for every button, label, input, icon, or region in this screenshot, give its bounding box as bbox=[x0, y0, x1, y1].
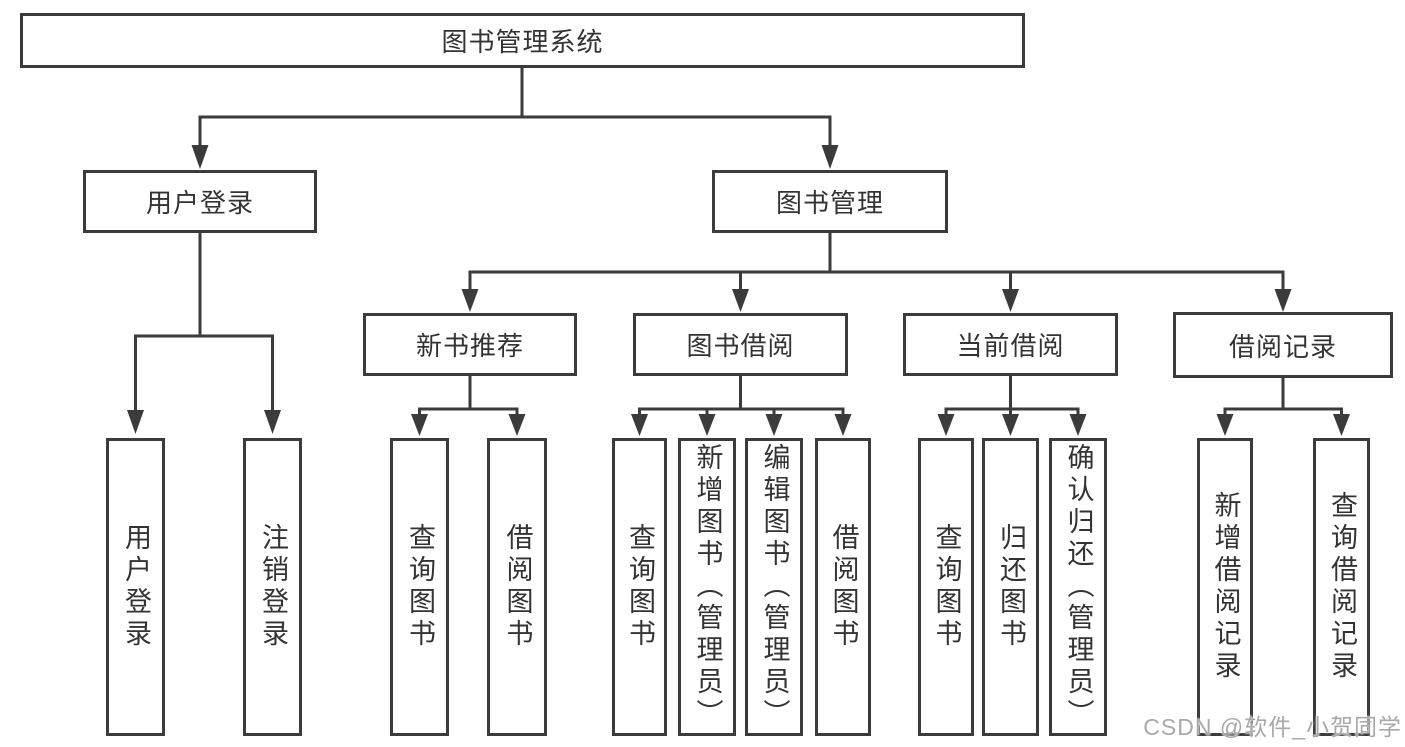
node-user-login: 用户登录 bbox=[83, 170, 317, 233]
connector-current-borrowing bbox=[937, 376, 1087, 436]
leaf-bb-add-book-admin-label: 新增图书（管理员） bbox=[692, 443, 723, 731]
leaf-bb-borrow-books: 借阅图书 bbox=[815, 438, 871, 736]
leaf-user-login: 用户登录 bbox=[106, 438, 165, 736]
leaf-bb-add-book-admin: 新增图书（管理员） bbox=[678, 438, 736, 736]
leaf-logout-label: 注销登录 bbox=[258, 523, 288, 651]
leaf-cb-query-books-label: 查询图书 bbox=[931, 523, 962, 651]
leaf-bb-query-books-label: 查询图书 bbox=[625, 523, 655, 651]
leaf-nbr-query-books-label: 查询图书 bbox=[405, 523, 435, 651]
leaf-user-login-label: 用户登录 bbox=[121, 523, 151, 651]
connector-user-login bbox=[127, 233, 281, 434]
leaf-nbr-borrow-books: 借阅图书 bbox=[487, 438, 547, 736]
node-library-management-system: 图书管理系统 bbox=[20, 13, 1025, 68]
leaf-cb-confirm-return-admin: 确认归还（管理员） bbox=[1049, 438, 1107, 736]
connector-book-management bbox=[461, 233, 1292, 312]
node-book-management: 图书管理 bbox=[712, 170, 948, 233]
leaf-nbr-query-books: 查询图书 bbox=[390, 438, 449, 736]
connector-root bbox=[191, 66, 839, 169]
node-new-book-recommend: 新书推荐 bbox=[363, 313, 577, 376]
leaf-nbr-borrow-books-label: 借阅图书 bbox=[502, 523, 533, 651]
connector-borrowing-records bbox=[1216, 376, 1350, 436]
leaf-bb-edit-book-admin: 编辑图书（管理员） bbox=[745, 438, 803, 736]
leaf-br-add-record: 新增借阅记录 bbox=[1197, 438, 1253, 736]
leaf-cb-return-books: 归还图书 bbox=[982, 438, 1039, 736]
leaf-cb-query-books: 查询图书 bbox=[918, 438, 974, 736]
leaf-br-query-record-label: 查询借阅记录 bbox=[1327, 491, 1357, 683]
node-borrowing-records: 借阅记录 bbox=[1173, 312, 1393, 378]
leaf-br-query-record: 查询借阅记录 bbox=[1313, 438, 1370, 736]
leaf-bb-borrow-books-label: 借阅图书 bbox=[828, 523, 859, 651]
node-book-borrowing: 图书借阅 bbox=[633, 313, 848, 376]
leaf-logout: 注销登录 bbox=[243, 438, 302, 736]
leaf-cb-confirm-return-admin-label: 确认归还（管理员） bbox=[1063, 443, 1094, 731]
connector-book-borrowing bbox=[631, 376, 852, 436]
node-current-borrowing: 当前借阅 bbox=[903, 313, 1118, 376]
leaf-bb-edit-book-admin-label: 编辑图书（管理员） bbox=[759, 443, 790, 731]
leaf-bb-query-books: 查询图书 bbox=[612, 438, 667, 736]
csdn-watermark: CSDN @软件_小贺同学 bbox=[1143, 714, 1402, 740]
leaf-cb-return-books-label: 归还图书 bbox=[996, 523, 1026, 651]
connector-new-book-recommend bbox=[411, 376, 526, 436]
leaf-br-add-record-label: 新增借阅记录 bbox=[1210, 491, 1241, 683]
